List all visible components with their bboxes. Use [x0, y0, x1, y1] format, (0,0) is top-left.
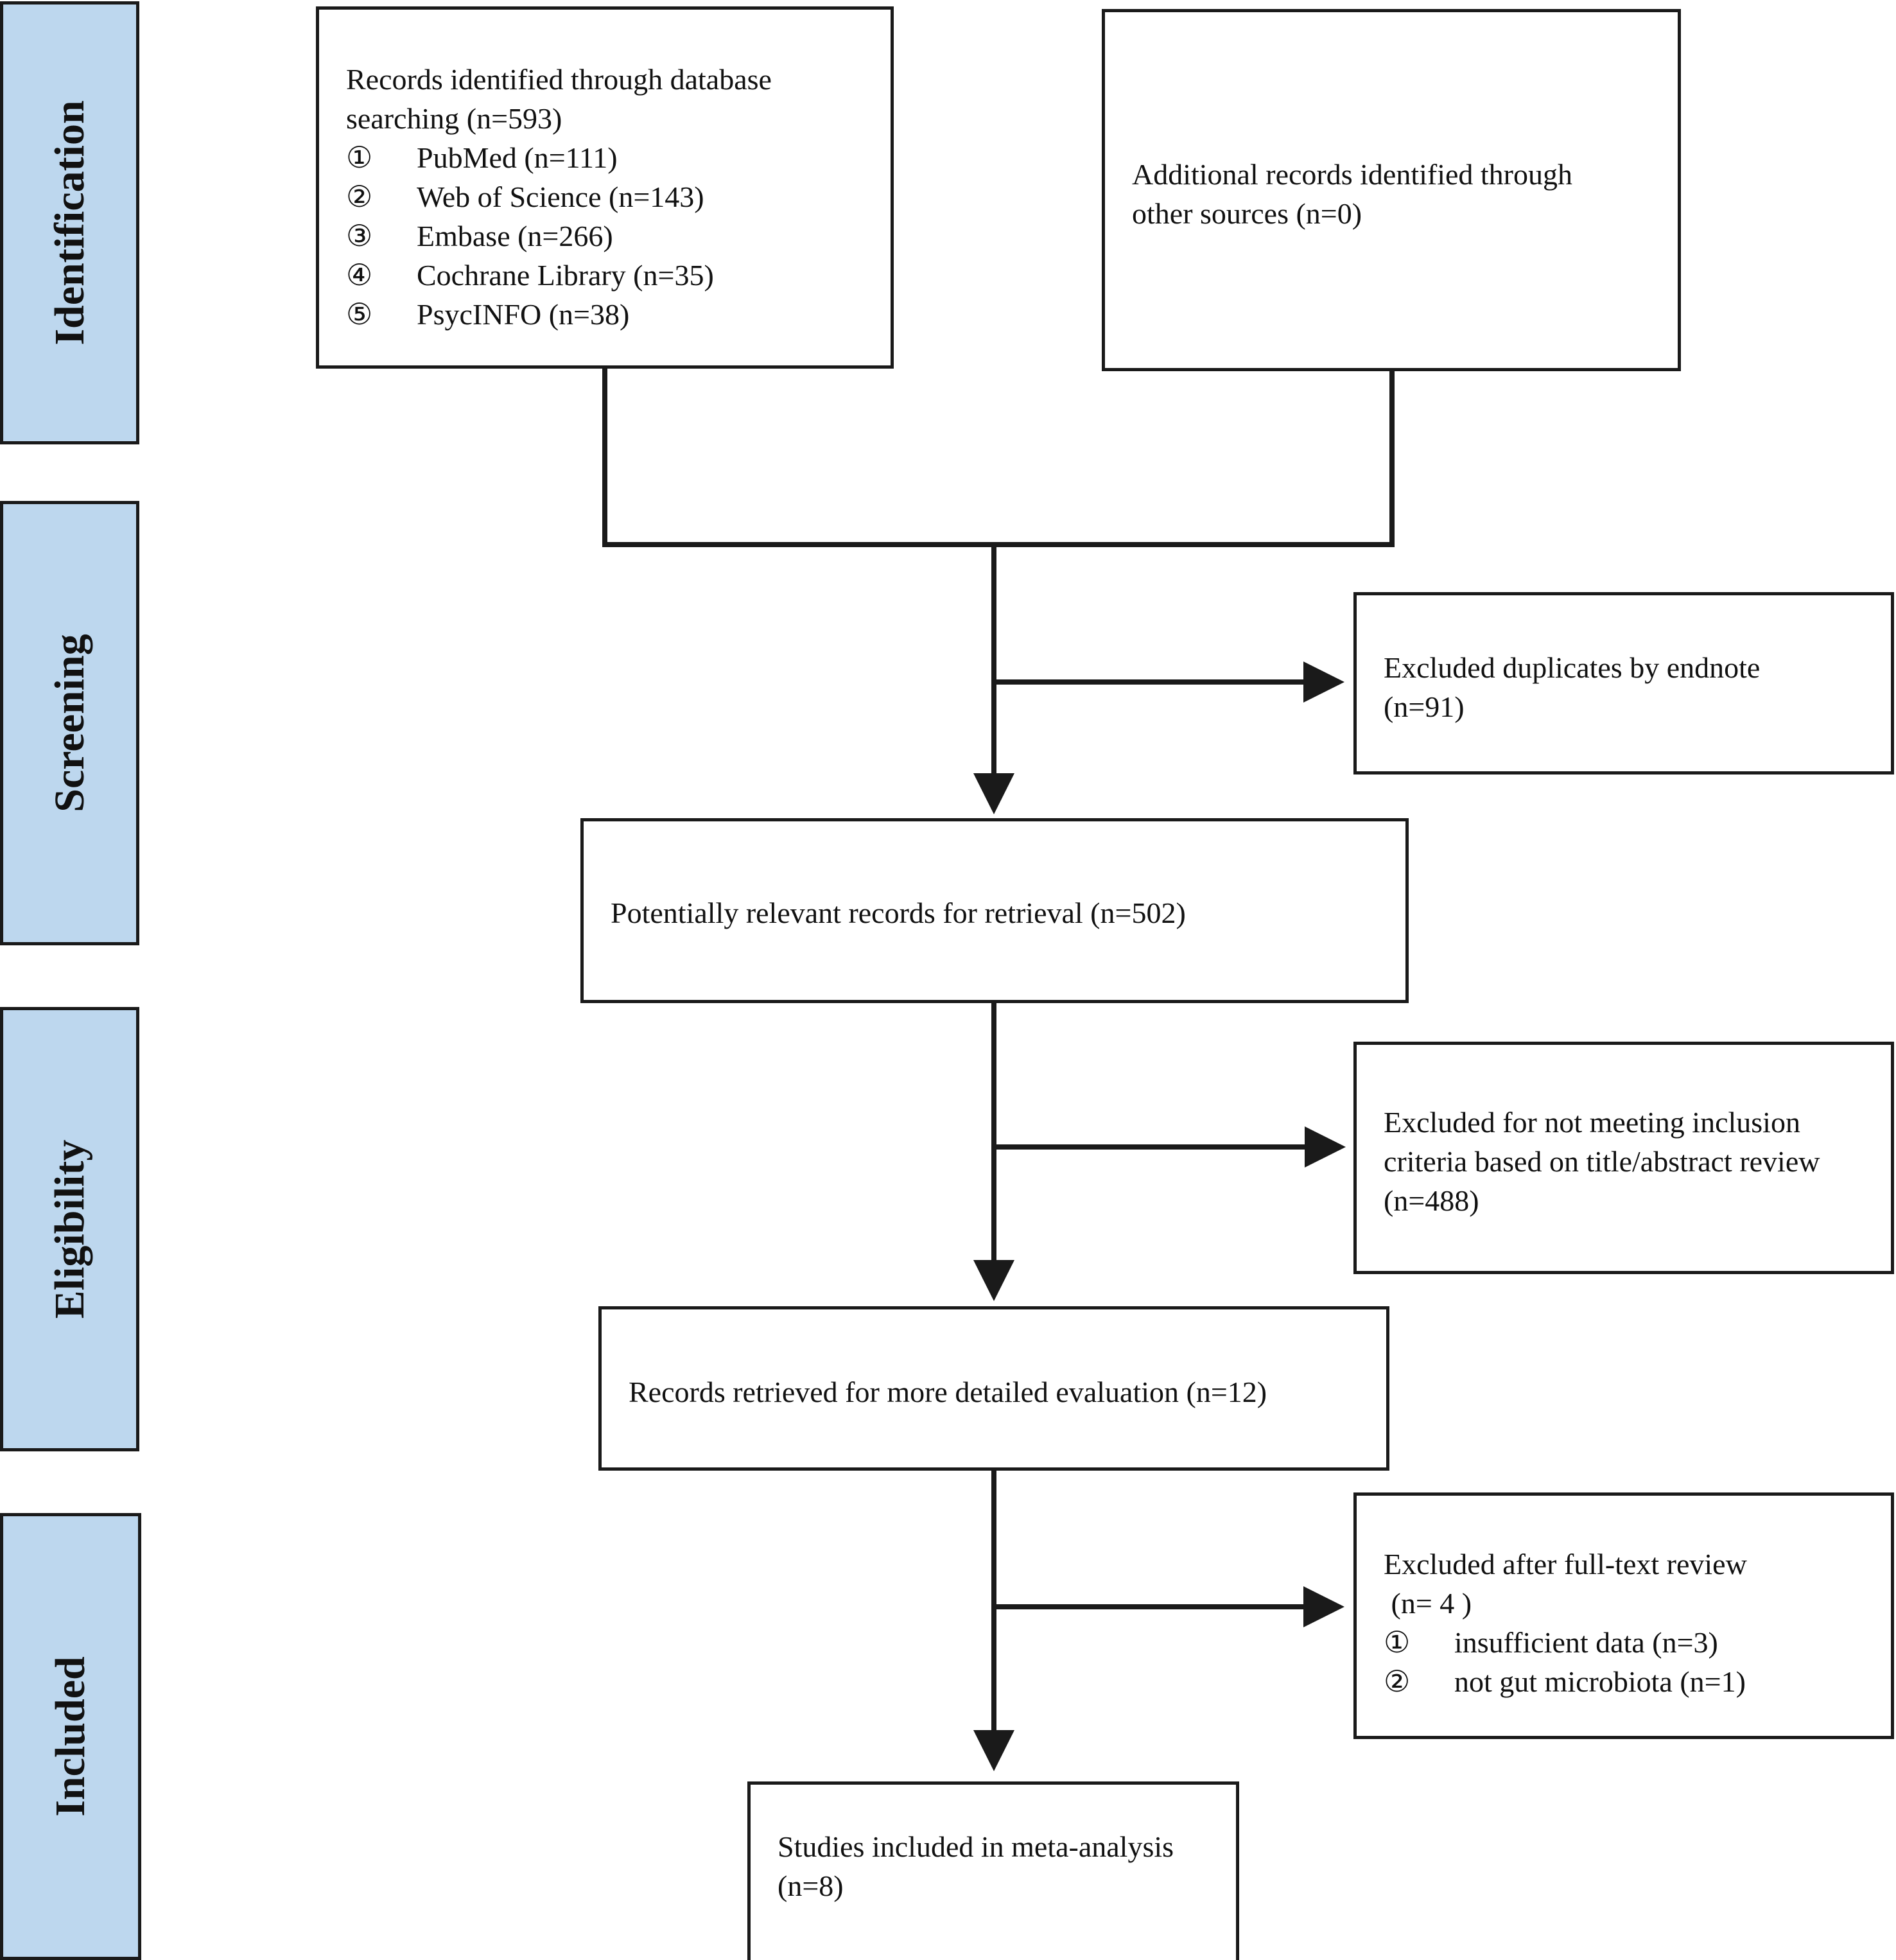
item-number: ① — [346, 141, 373, 174]
stage-identification: Identification — [0, 1, 139, 444]
box-database-records: Records identified through database sear… — [316, 6, 894, 369]
list-item: ④ Cochrane Library (n=35) — [346, 256, 871, 295]
item-text: Embase (n=266) — [417, 220, 613, 252]
box-text-line: Records retrieved for more detailed eval… — [629, 1376, 1267, 1408]
box-text-line: Studies included in meta-analysis — [778, 1830, 1174, 1863]
list-item: ② Web of Science (n=143) — [346, 177, 871, 216]
box-text-line: Excluded after full-text review — [1384, 1548, 1747, 1580]
box-text-line: (n=488) — [1384, 1184, 1479, 1217]
box-text-line: Excluded for not meeting inclusion — [1384, 1106, 1800, 1139]
box-text-line: (n= 4 ) — [1384, 1587, 1472, 1620]
item-text: Web of Science (n=143) — [417, 180, 704, 213]
list-item: ③ Embase (n=266) — [346, 216, 871, 256]
box-text-line: criteria based on title/abstract review — [1384, 1145, 1820, 1178]
box-text-line: (n=8) — [778, 1869, 844, 1902]
box-relevant-records: Potentially relevant records for retriev… — [580, 818, 1409, 1003]
list-item: ① insufficient data (n=3) — [1384, 1623, 1872, 1662]
item-text: PsycINFO (n=38) — [417, 298, 630, 331]
item-text: insufficient data (n=3) — [1454, 1626, 1718, 1659]
box-text-line: Excluded duplicates by endnote — [1384, 651, 1761, 684]
stage-included: Included — [0, 1513, 141, 1960]
item-number: ② — [346, 180, 373, 213]
box-text-line: Additional records identified through — [1132, 158, 1573, 191]
item-text: PubMed (n=111) — [417, 141, 618, 174]
box-text-line: Potentially relevant records for retriev… — [611, 897, 1186, 929]
box-text-line: other sources (n=0) — [1132, 197, 1362, 230]
box-excluded-criteria: Excluded for not meeting inclusion crite… — [1353, 1042, 1894, 1274]
item-text: Cochrane Library (n=35) — [417, 259, 714, 292]
box-text-line: searching (n=593) — [346, 102, 562, 135]
item-number: ② — [1384, 1665, 1411, 1698]
item-number: ④ — [346, 259, 373, 292]
stage-screening: Screening — [0, 501, 139, 945]
box-studies-included: Studies included in meta-analysis (n=8) — [747, 1781, 1239, 1960]
item-number: ⑤ — [346, 298, 373, 331]
box-other-sources: Additional records identified through ot… — [1102, 9, 1681, 371]
list-item: ① PubMed (n=111) — [346, 138, 871, 177]
list-item: ② not gut microbiota (n=1) — [1384, 1662, 1872, 1701]
box-excluded-duplicates: Excluded duplicates by endnote (n=91) — [1353, 592, 1894, 774]
box-text-line: (n=91) — [1384, 690, 1465, 723]
box-text-line: Records identified through database — [346, 63, 772, 96]
box-detailed-evaluation: Records retrieved for more detailed eval… — [598, 1306, 1389, 1471]
box-excluded-fulltext: Excluded after full-text review (n= 4 ) … — [1353, 1492, 1894, 1739]
item-number: ① — [1384, 1626, 1411, 1659]
stage-eligibility: Eligibility — [0, 1007, 139, 1451]
item-text: not gut microbiota (n=1) — [1454, 1665, 1746, 1698]
list-item: ⑤ PsycINFO (n=38) — [346, 295, 871, 334]
item-number: ③ — [346, 220, 373, 252]
